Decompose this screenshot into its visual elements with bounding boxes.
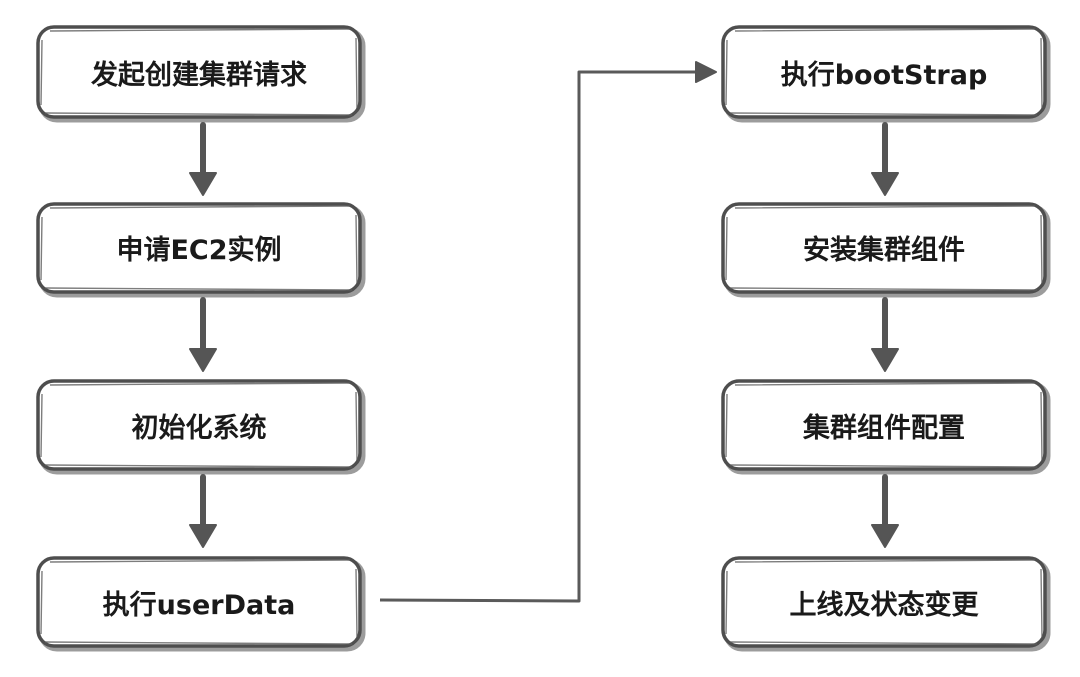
node-label: 上线及状态变更 bbox=[790, 589, 980, 621]
node-exec-userdata: 执行userData bbox=[36, 556, 366, 652]
node-request-ec2: 申请EC2实例 bbox=[36, 202, 366, 298]
node-request-cluster: 发起创建集群请求 bbox=[36, 25, 366, 123]
node-label: 发起创建集群请求 bbox=[90, 59, 307, 91]
arrow-down bbox=[189, 474, 217, 548]
node-configure-components: 集群组件配置 bbox=[721, 379, 1051, 475]
node-label: 安装集群组件 bbox=[803, 234, 965, 266]
arrow-down bbox=[189, 122, 217, 196]
node-exec-bootstrap: 执行bootStrap bbox=[721, 25, 1051, 123]
connector-arrow bbox=[379, 61, 717, 603]
arrow-down bbox=[871, 122, 899, 196]
node-label: 执行userData bbox=[103, 589, 296, 621]
node-install-components: 安装集群组件 bbox=[721, 202, 1051, 298]
arrow-down bbox=[871, 474, 899, 548]
node-init-system: 初始化系统 bbox=[36, 379, 366, 475]
node-label: 集群组件配置 bbox=[802, 412, 965, 444]
node-label: 初始化系统 bbox=[132, 412, 267, 444]
node-label: 执行bootStrap bbox=[781, 59, 988, 91]
node-online-status: 上线及状态变更 bbox=[721, 556, 1051, 652]
node-label: 申请EC2实例 bbox=[116, 234, 281, 266]
arrow-down bbox=[189, 297, 217, 372]
arrow-down bbox=[871, 297, 899, 372]
